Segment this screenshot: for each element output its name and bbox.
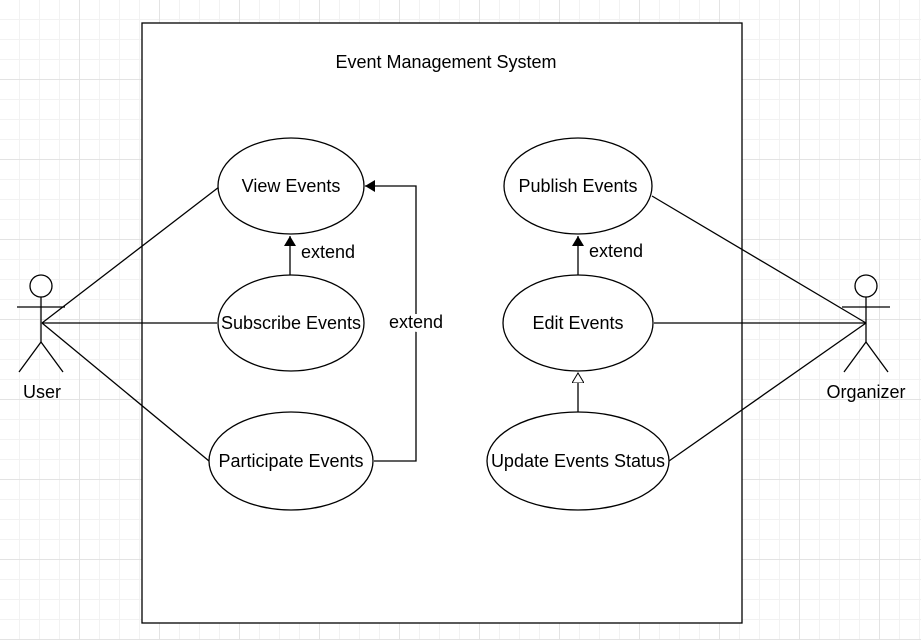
- extend-arrow-participate-view: [365, 180, 417, 462]
- use-case-participate-events[interactable]: Participate Events: [208, 411, 374, 511]
- use-case-label: Update Events Status: [491, 451, 665, 471]
- extend-label-participate-view: extend: [389, 312, 443, 332]
- actor-user[interactable]: User: [17, 274, 65, 402]
- use-case-label: Edit Events: [532, 313, 623, 333]
- use-case-label: Participate Events: [218, 451, 363, 471]
- actor-head-icon: [29, 274, 53, 298]
- actor-user-label: User: [23, 382, 61, 402]
- association-user-participate: [41, 322, 210, 462]
- actor-organizer[interactable]: Organizer: [826, 274, 906, 402]
- actor-head-icon: [854, 274, 878, 298]
- use-case-label: Publish Events: [518, 176, 637, 196]
- actor-organizer-label: Organizer: [826, 382, 905, 402]
- use-case-publish-events[interactable]: Publish Events: [503, 137, 653, 235]
- use-case-edit-events[interactable]: Edit Events: [502, 274, 654, 372]
- association-organizer-update: [668, 322, 867, 462]
- extend-label-subscribe-view: extend: [301, 242, 355, 262]
- extend-label-edit-publish: extend: [589, 241, 643, 261]
- use-case-view-events[interactable]: View Events: [217, 137, 365, 235]
- use-case-label: Subscribe Events: [221, 313, 361, 333]
- use-case-label: View Events: [242, 176, 341, 196]
- association-user-view: [41, 186, 220, 324]
- use-case-update-events-status[interactable]: Update Events Status: [486, 411, 670, 511]
- association-organizer-publish: [651, 195, 867, 324]
- system-title: Event Management System: [335, 52, 556, 72]
- use-case-subscribe-events[interactable]: Subscribe Events: [217, 274, 365, 372]
